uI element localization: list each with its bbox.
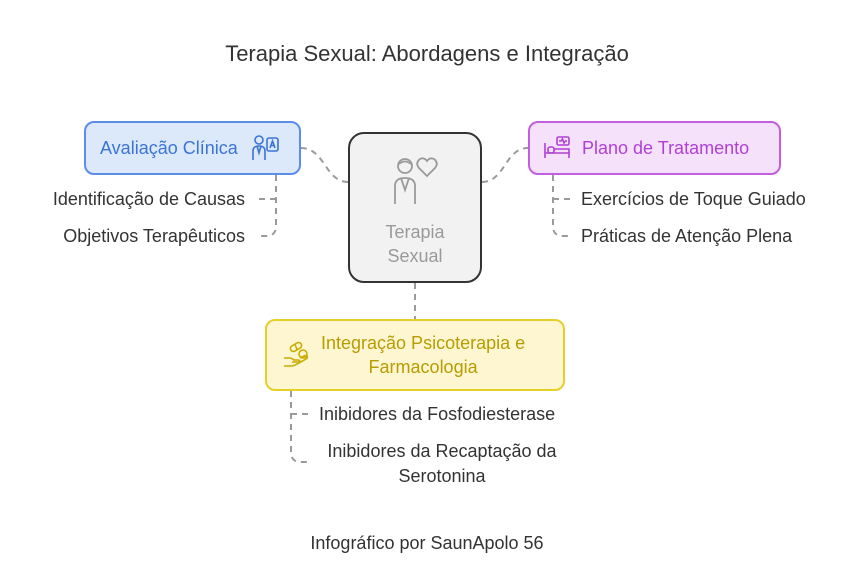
node-terapia-sexual-center: Terapia Sexual: [348, 132, 482, 283]
connector-plano-branch: [552, 175, 571, 237]
leaf-inibidores-fosfodiesterase: Inibidores da Fosfodiesterase: [319, 404, 556, 424]
node-avaliacao-label: Avaliação Clínica: [100, 137, 238, 158]
node-integracao-label-line2: Farmacologia: [368, 357, 478, 377]
center-label-line1: Terapia: [385, 222, 445, 242]
leaf-inibidores-recaptacao-line2: Serotonina: [398, 466, 486, 486]
leaf-inibidores-recaptacao-line1: Inibidores da Recaptação da: [327, 441, 557, 461]
pills-hand-icon: [281, 340, 311, 370]
diagram-title: Terapia Sexual: Abordagens e Integração: [225, 41, 629, 66]
leaf-identificacao-causas: Identificação de Causas: [52, 189, 245, 209]
connector-center-plano: [481, 147, 529, 183]
hospital-bed-icon: [542, 133, 572, 163]
node-avaliacao-clinica: Avaliação Clínica: [84, 121, 301, 175]
node-plano-tratamento: Plano de Tratamento: [528, 121, 781, 175]
connector-avaliacao-branch: [258, 175, 277, 237]
leaf-exercicios-toque-guiado: Exercícios de Toque Guiado: [581, 189, 806, 209]
leaf-inibidores-recaptacao-serotonina: Inibidores da Recaptação da Serotonina: [312, 439, 572, 489]
node-integracao-label-line1: Integração Psicoterapia e: [321, 333, 526, 353]
center-label-line2: Sexual: [387, 246, 443, 266]
leaf-praticas-atencao-plena: Práticas de Atenção Plena: [581, 226, 793, 246]
leaf-objetivos-terapeuticos: Objetivos Terapêuticos: [63, 226, 245, 246]
connector-center-avaliacao: [300, 147, 349, 183]
node-plano-label: Plano de Tratamento: [582, 137, 750, 158]
person-heart-icon: [389, 154, 441, 208]
connector-integracao-branch: [290, 391, 308, 463]
footer-credit: Infográfico por SaunApolo 56: [310, 533, 544, 553]
doctor-patient-icon: [250, 133, 280, 163]
node-integracao: Integração Psicoterapia e Farmacologia: [265, 319, 565, 391]
